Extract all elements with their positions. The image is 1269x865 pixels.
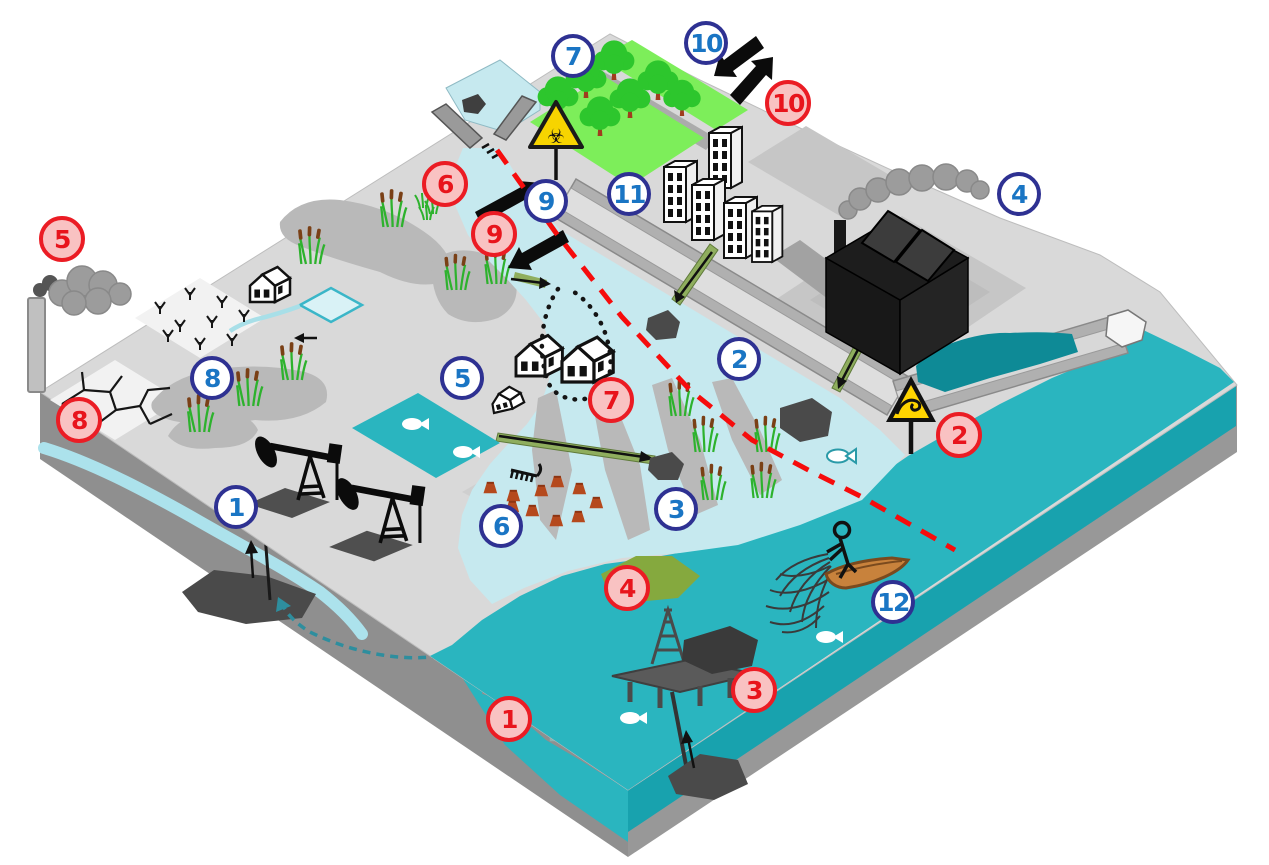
- seabed-oil-deposit: [668, 754, 748, 800]
- storm-drain-1: [646, 243, 719, 340]
- irrigation-stream: [228, 303, 301, 333]
- red-dashed-boundary: [494, 148, 957, 553]
- marker-blue-11: 11: [607, 172, 651, 216]
- marsh-patch: [168, 412, 258, 449]
- marker-blue-7: 7: [551, 34, 595, 78]
- import-arrow: [714, 36, 764, 77]
- collapsed-house: [491, 385, 526, 415]
- marker-red-4: 4: [604, 565, 650, 611]
- marker-blue-4: 4: [997, 172, 1041, 216]
- marsh-patch: [279, 199, 451, 285]
- export-arrow: [730, 57, 773, 105]
- marker-blue-12: 12: [871, 580, 915, 624]
- subsea-flow-arrow: [681, 730, 696, 769]
- boat-hull: [824, 556, 911, 590]
- cracked-earth: [61, 371, 173, 426]
- marker-blue-5: 5: [440, 356, 484, 400]
- marker-blue-2: 2: [717, 337, 761, 381]
- fish-icon: [826, 448, 857, 464]
- marker-red-3: 3: [731, 667, 777, 713]
- smoke-cloud: [48, 265, 132, 316]
- marker-blue-8: 8: [190, 356, 234, 400]
- fishing-boat: [765, 520, 911, 634]
- fisherman: [826, 520, 858, 579]
- marker-red-8: 8: [56, 397, 102, 443]
- dam-reservoir: [430, 59, 541, 160]
- smokestack: [27, 265, 132, 393]
- bank-drain: [510, 272, 551, 289]
- discharge-blob: [646, 310, 680, 340]
- rake-icon: [509, 463, 543, 483]
- dam-wall: [492, 95, 538, 141]
- marker-blue-3: 3: [654, 487, 698, 531]
- coastal-bay-water: [448, 642, 628, 842]
- oil-slick: [682, 626, 758, 674]
- groundwater-aquifer-vein: [38, 442, 368, 640]
- discharge-blob: [780, 398, 832, 442]
- dam-wall: [430, 103, 484, 150]
- marker-blue-6: 6: [479, 504, 523, 548]
- biohazard-icon: ☣: [547, 124, 565, 148]
- marker-red-9: 9: [471, 211, 517, 257]
- transfer-out-arrow: [508, 230, 569, 270]
- marker-red-6: 6: [422, 161, 468, 207]
- discharge-blob: [648, 452, 684, 480]
- aquaculture-pond: [352, 393, 500, 478]
- marker-blue-1: 1: [214, 485, 258, 529]
- irrigation-pond: [228, 286, 365, 343]
- marker-red-1: 1: [486, 696, 532, 742]
- fishing-net: [765, 553, 833, 634]
- canal-outfall-cap: [1105, 309, 1147, 348]
- factory-smoke: [838, 163, 990, 220]
- wave-icon: [895, 398, 922, 415]
- saltwater-intrusion-arrow: [276, 597, 441, 660]
- flood-warning-sign: [886, 376, 936, 454]
- flood-zone-dotted-outline: [539, 286, 613, 402]
- marker-red-5: 5: [39, 216, 85, 262]
- pond-outflow-drain: [495, 432, 684, 480]
- polder-reservoir: [916, 332, 1078, 392]
- factory: [824, 209, 970, 376]
- marker-blue-10: 10: [684, 21, 728, 65]
- marker-red-10: 10: [765, 80, 811, 126]
- marker-blue-9: 9: [524, 179, 568, 223]
- marker-red-2: 2: [936, 412, 982, 458]
- biohazard-sign: ☣: [528, 100, 584, 180]
- reservoir-pollution-blob: [462, 94, 486, 114]
- marker-red-7: 7: [588, 377, 634, 423]
- sea-underwater-band: [628, 384, 1236, 832]
